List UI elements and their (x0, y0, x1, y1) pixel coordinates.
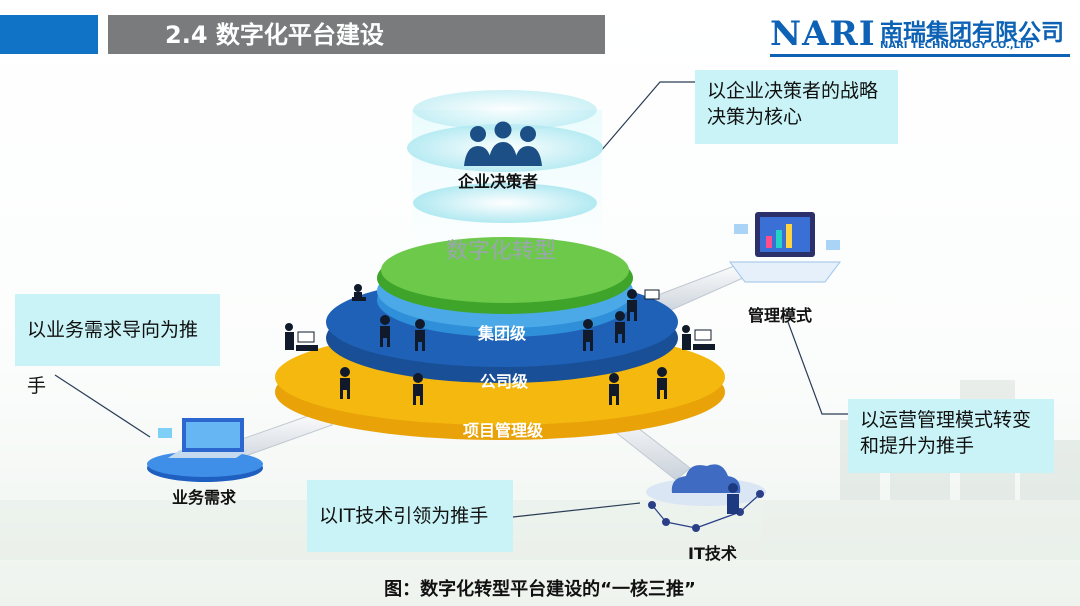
tier-group-label: 集团级 (478, 324, 527, 343)
digital-transformation-label: 数字化转型 (446, 239, 557, 264)
business-demand-label: 业务需求 (172, 488, 237, 507)
business-laptop-icon (147, 418, 263, 482)
callout-decision-core: 以企业决策者的战略决策为核心 (695, 70, 898, 144)
decision-makers-icon (464, 121, 542, 166)
logo-underline (770, 54, 1070, 57)
tier-group (377, 237, 633, 337)
section-title: 2.4 数字化平台建设 (165, 21, 384, 49)
it-cloud-network-icon (646, 464, 766, 532)
header-accent-bar (0, 15, 98, 54)
logo-brand: NARI (770, 14, 876, 54)
decision-makers-label: 企业决策者 (458, 172, 539, 191)
tier-project-label: 项目管理级 (463, 421, 544, 440)
tier-company-label: 公司级 (480, 372, 529, 391)
decision-beam (407, 90, 603, 310)
header-title-bar (108, 15, 605, 54)
staff-figures (285, 284, 715, 405)
management-mode-label: 管理模式 (748, 306, 813, 325)
logo-company-cn: 南瑞集团有限公司 (880, 20, 1064, 46)
callout-business-driven: 以业务需求导向为推手 (15, 294, 220, 397)
figure-caption: 图：数字化转型平台建设的“一核三推” (384, 579, 696, 600)
callout-connectors (54, 81, 850, 518)
it-technology-label: IT技术 (688, 544, 737, 563)
callout-it-driven: 以IT技术引领为推手 (307, 480, 513, 552)
callout-management-driven: 以运营管理模式转变和提升为推手 (848, 399, 1054, 473)
management-dashboard-icon (729, 212, 841, 283)
logo-company-en: NARI TECHNOLOGY CO.,LTD (880, 40, 1034, 51)
